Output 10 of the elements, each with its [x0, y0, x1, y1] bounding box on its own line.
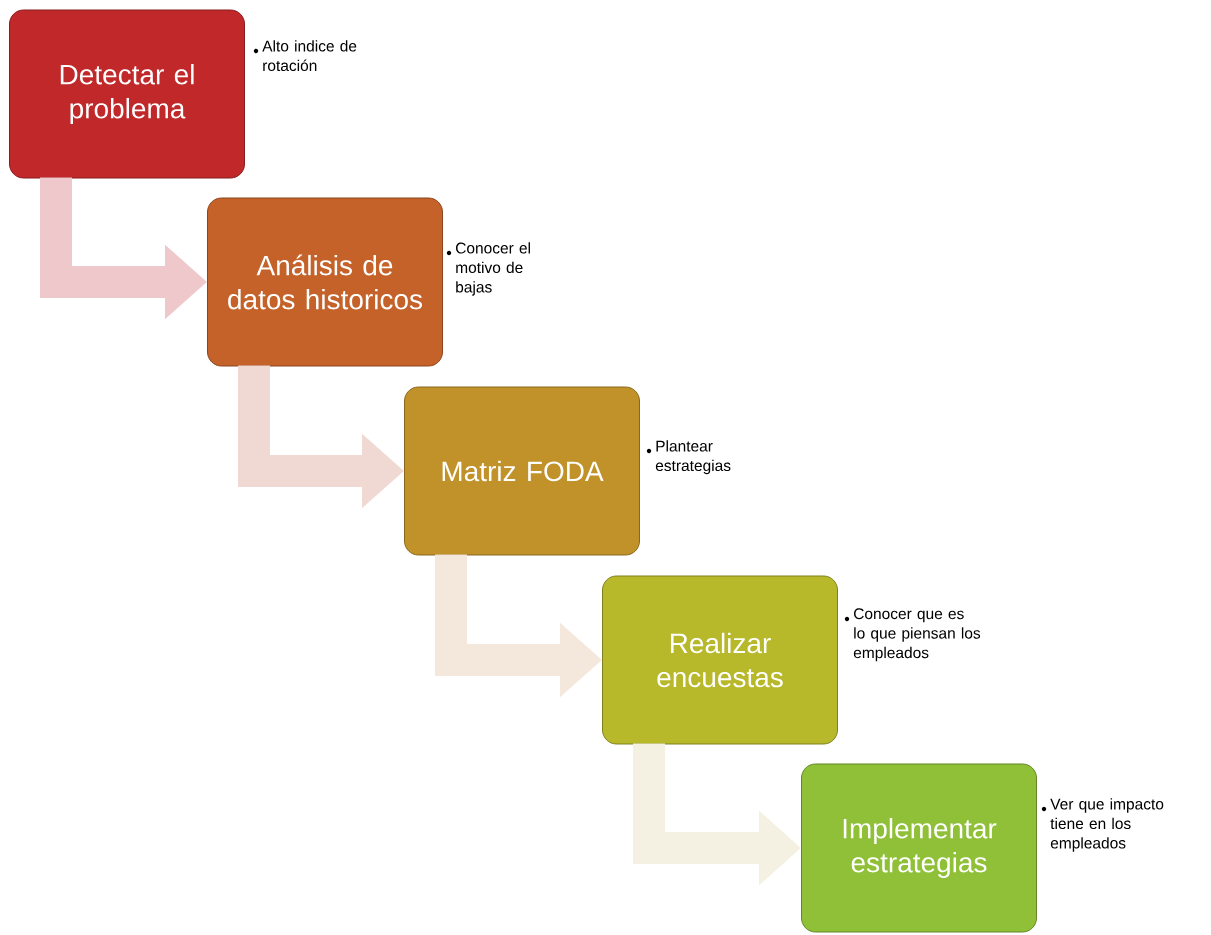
process-box: Análisis de datos historicos: [207, 197, 443, 367]
note-text: Conocer que es lo que piensan los empleados: [853, 608, 981, 662]
note-text: Ver que impacto tiene en los empleados: [1050, 798, 1164, 852]
note-text: Plantear estrategias: [655, 440, 731, 475]
process-box: Realizar encuestas: [602, 575, 838, 745]
process-box: Detectar el problema: [9, 9, 245, 179]
note-text: Alto indice de rotación: [262, 40, 357, 72]
note-text: Conocer el motivo de bajas: [456, 242, 530, 296]
process-box: Matriz FODA: [404, 386, 640, 556]
process-box: Implementar estrategias: [801, 763, 1037, 933]
